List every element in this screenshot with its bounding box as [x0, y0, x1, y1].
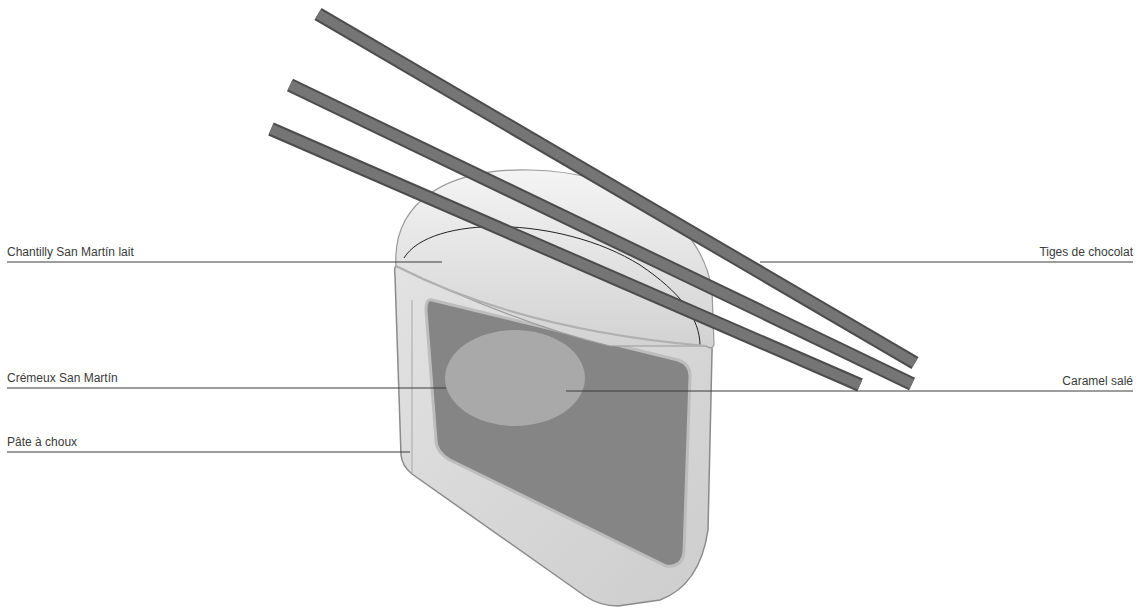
choux-edge	[412, 300, 413, 474]
part-label: Tiges de chocolat	[1039, 245, 1133, 259]
leader-lines	[7, 262, 1133, 452]
part-label: Caramel salé	[1062, 374, 1133, 388]
part-label: Crémeux San Martín	[7, 371, 118, 385]
chocolate-sticks	[271, 14, 915, 385]
part-label: Pâte à choux	[7, 435, 77, 449]
caramel-insert	[445, 330, 585, 426]
chantilly-base	[396, 266, 706, 346]
part-label: Chantilly San Martín lait	[7, 245, 134, 259]
